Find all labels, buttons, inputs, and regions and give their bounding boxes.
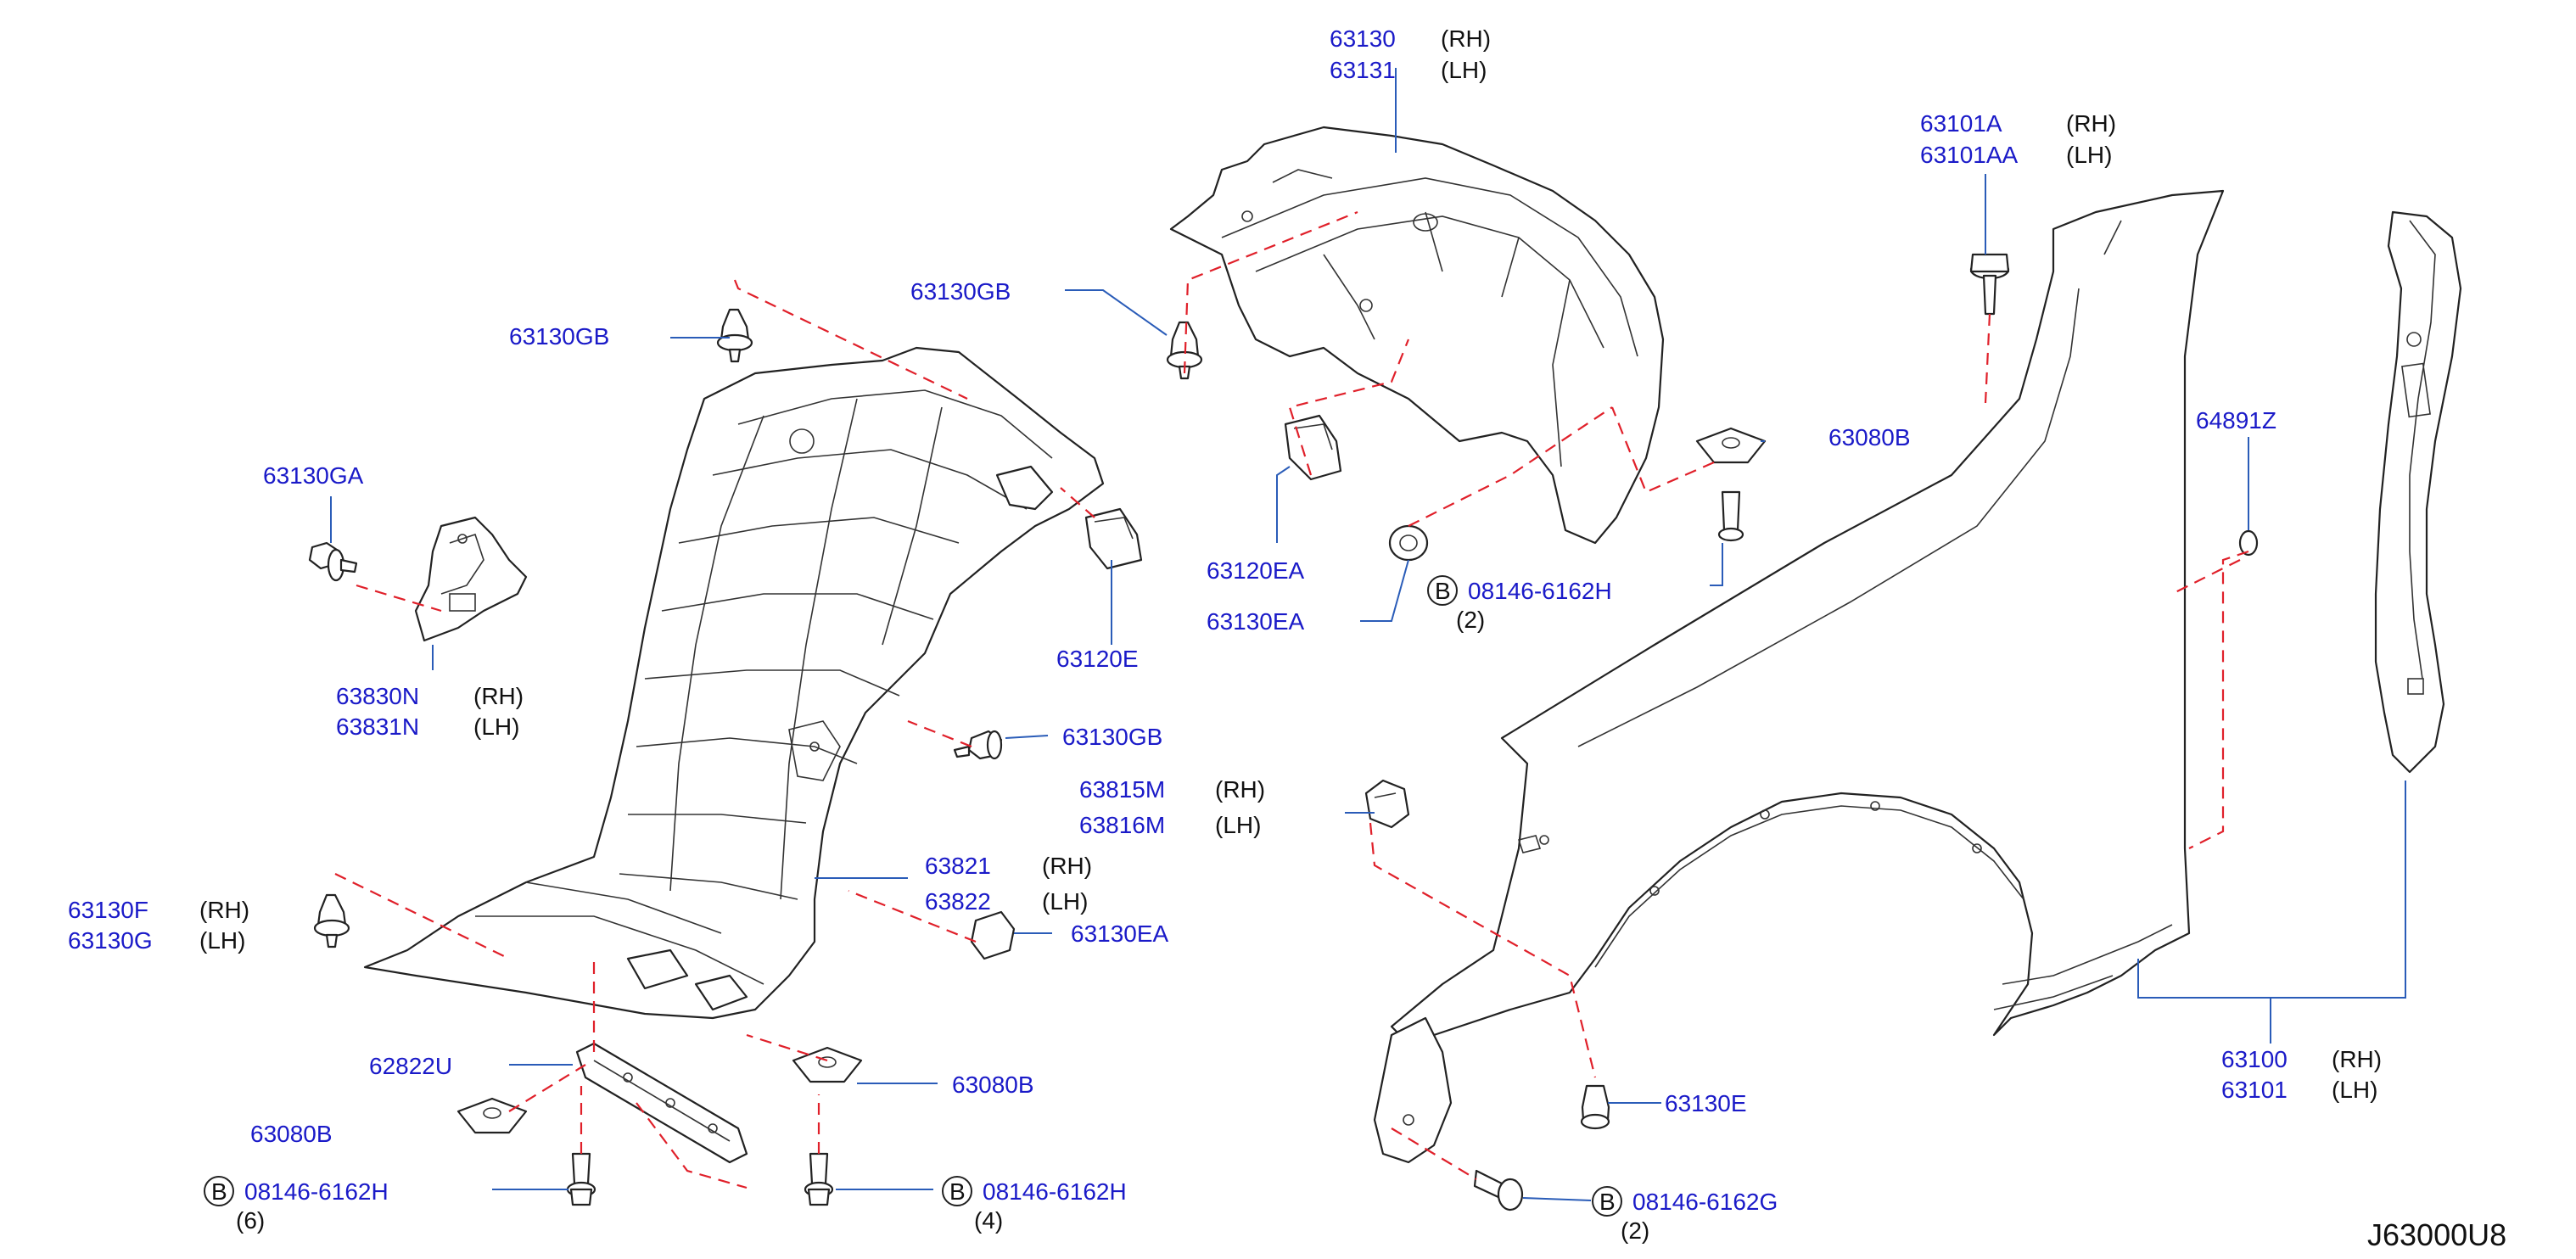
- clip-nut-63080b-right: [1695, 427, 1767, 464]
- label-qty-upper: (2): [1456, 607, 1485, 633]
- bolt-63101a: [1969, 253, 2010, 316]
- label-63120e: 63120E: [1056, 646, 1139, 672]
- push-clip-63130ea-upper: [1388, 524, 1429, 562]
- label-63080b-left: 63080B: [250, 1121, 333, 1147]
- clip-63120e: [1084, 507, 1143, 570]
- label-63130g-side: (LH): [199, 927, 245, 954]
- leader-lines: [330, 68, 2406, 1201]
- label-63130f: 63130F: [68, 897, 148, 923]
- label-63131: 63131: [1330, 57, 1396, 83]
- label-63131-side: (LH): [1441, 57, 1487, 83]
- upper-fender-liner: [1169, 126, 1665, 545]
- clip-63815m: [1364, 779, 1410, 829]
- push-clip-63130f: [313, 893, 350, 948]
- label-qty-right: (2): [1621, 1217, 1649, 1244]
- label-62822u: 62822U: [369, 1053, 452, 1079]
- bolt-08146-6162g: [1473, 1169, 1524, 1211]
- bolt-lower-left: [566, 1152, 596, 1206]
- label-63830n-side: (RH): [473, 683, 524, 709]
- label-63120ea: 63120EA: [1207, 557, 1305, 584]
- label-63130: 63130: [1330, 25, 1396, 52]
- label-63101a: 63101A: [1920, 110, 2002, 137]
- label-63130g: 63130G: [68, 927, 153, 954]
- label-63816m-side: (LH): [1215, 812, 1261, 838]
- push-clip-63130ga: [308, 541, 358, 582]
- clip-63120ea: [1284, 414, 1342, 481]
- label-63080b-right: 63080B: [1828, 424, 1911, 450]
- clip-63130e: [1580, 1084, 1610, 1130]
- label-63101a-side: (RH): [2066, 110, 2116, 137]
- clip-nut-63080b-center: [792, 1046, 863, 1083]
- bolt-symbol-center: B: [949, 1178, 966, 1205]
- label-64891z: 64891Z: [2196, 407, 2276, 434]
- label-63130ga: 63130GA: [263, 462, 364, 489]
- label-63831n: 63831N: [336, 713, 419, 740]
- label-63821: 63821: [925, 853, 991, 879]
- label-08146-right: 08146-6162G: [1632, 1189, 1778, 1215]
- label-63130gb-mid: 63130GB: [1062, 724, 1162, 750]
- clip-nut-63080b-left: [456, 1097, 528, 1134]
- label-63101aa-side: (LH): [2066, 142, 2112, 168]
- push-clip-63130gb-left: [716, 308, 753, 363]
- label-63816m: 63816M: [1079, 812, 1165, 838]
- label-08146-upper: 08146-6162H: [1468, 578, 1612, 604]
- fender-side-bracket: [2374, 210, 2462, 774]
- label-08146-center: 08146-6162H: [983, 1178, 1127, 1205]
- label-63130gb-left: 63130GB: [509, 323, 609, 350]
- label-63130e: 63130E: [1665, 1090, 1747, 1116]
- bolt-symbol-right: B: [1599, 1189, 1616, 1215]
- label-63831n-side: (LH): [473, 713, 519, 740]
- grommet-64891z: [2238, 529, 2259, 557]
- label-63822: 63822: [925, 888, 991, 915]
- label-63821-side: (RH): [1042, 853, 1092, 879]
- push-clip-63130gb-mid: [953, 730, 1003, 760]
- label-63101: 63101: [2221, 1077, 2288, 1103]
- bolt-symbol-circle-right: [1592, 1186, 1622, 1217]
- label-63822-side: (LH): [1042, 888, 1088, 915]
- front-fender-liner: [363, 346, 1105, 1020]
- label-63815m: 63815M: [1079, 776, 1165, 803]
- diagram-code: J63000U8: [2367, 1217, 2506, 1252]
- label-63830n: 63830N: [336, 683, 419, 709]
- label-08146-left: 08146-6162H: [244, 1178, 389, 1205]
- label-63130-side: (RH): [1441, 25, 1491, 52]
- bracket-63830n: [414, 516, 528, 642]
- bolt-symbol-circle-left: [204, 1176, 234, 1206]
- label-63130ea-lower: 63130EA: [1071, 920, 1169, 947]
- label-63130ea-upper: 63130EA: [1207, 608, 1305, 635]
- clip-63130ea-lower: [970, 910, 1016, 960]
- label-qty-center: (4): [974, 1207, 1003, 1234]
- bolt-lower-center: [804, 1152, 834, 1206]
- bracket-62822u: [575, 1042, 748, 1164]
- label-63100-side: (RH): [2332, 1046, 2382, 1072]
- bolt-symbol-circle-center: [942, 1176, 972, 1206]
- dashed-assembly-lines: [334, 210, 2249, 1189]
- front-fender-panel: [1373, 189, 2225, 1164]
- bolt-symbol-circle-upper: [1427, 575, 1458, 606]
- label-qty-left: (6): [236, 1207, 265, 1234]
- label-63815m-side: (RH): [1215, 776, 1265, 803]
- label-63101-side: (LH): [2332, 1077, 2377, 1103]
- label-63080b-center: 63080B: [952, 1072, 1034, 1098]
- screw-upper: [1717, 490, 1744, 542]
- bolt-symbol-left: B: [211, 1178, 227, 1205]
- label-63130gb-top: 63130GB: [910, 278, 1011, 305]
- bolt-symbol-upper: B: [1435, 578, 1451, 604]
- label-63100: 63100: [2221, 1046, 2288, 1072]
- label-63130f-side: (RH): [199, 897, 249, 923]
- label-63101aa: 63101AA: [1920, 142, 2019, 168]
